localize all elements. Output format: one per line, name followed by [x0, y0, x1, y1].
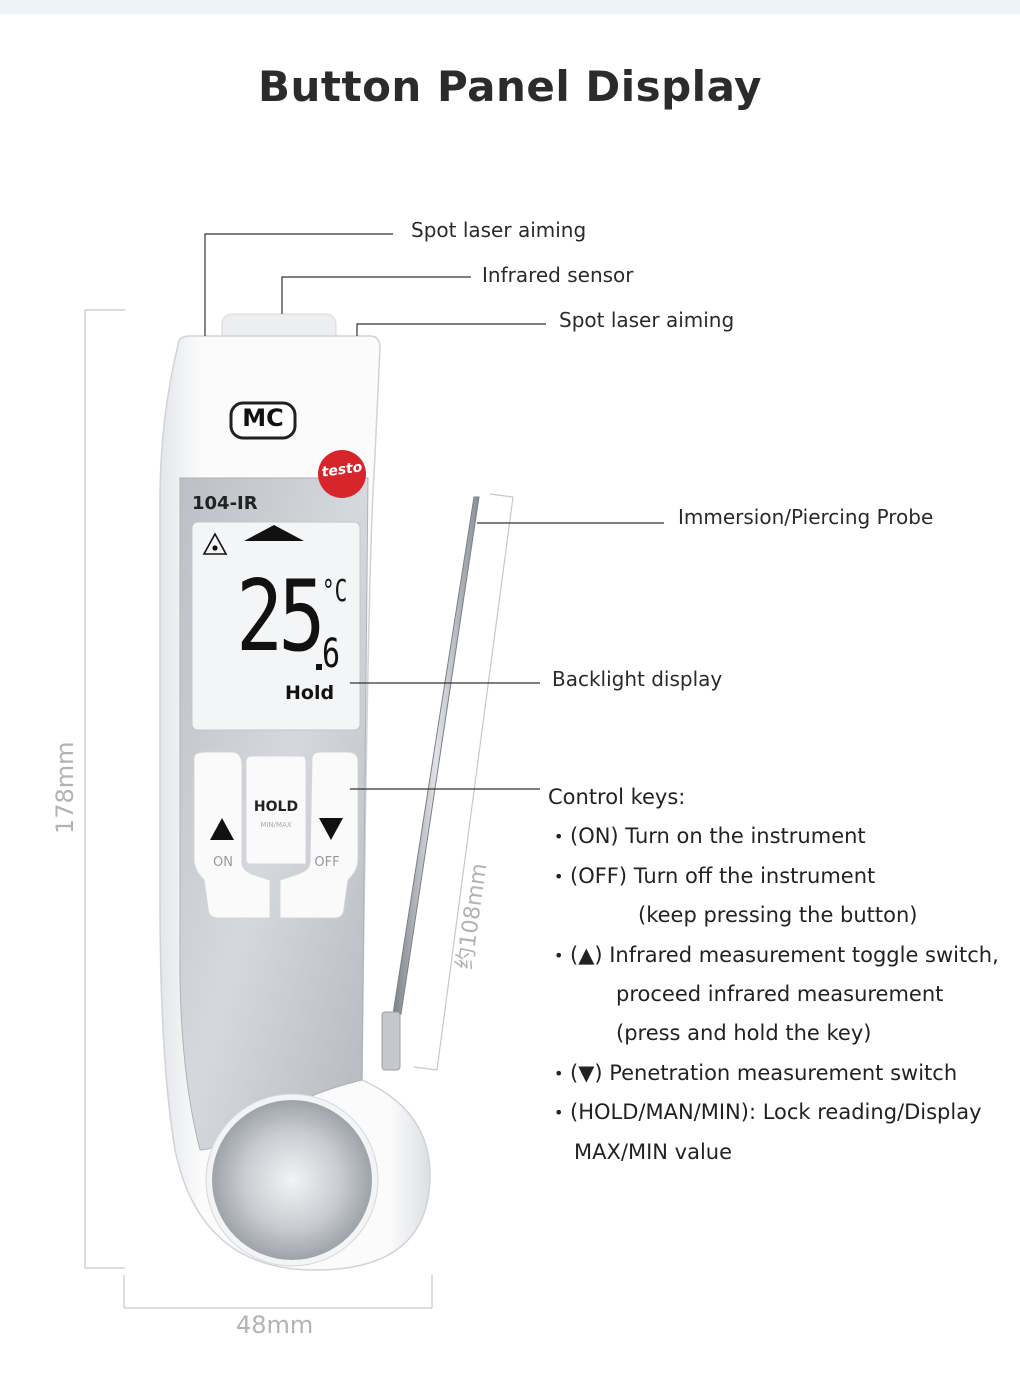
page-title: Button Panel Display	[258, 62, 762, 111]
key-down-description: (▼) Penetration measurement switch	[548, 1054, 999, 1094]
temperature-reading: 25	[236, 562, 342, 680]
width-dimension-label: 48mm	[236, 1311, 314, 1339]
key-off-description: (OFF) Turn off the instrument	[548, 857, 999, 897]
width-dimension-line	[123, 1275, 433, 1309]
hold-key-label[interactable]: HOLD	[253, 799, 299, 815]
top-strip	[0, 0, 1020, 14]
thermometer-body	[159, 335, 431, 1271]
key-hold-description: (HOLD/MAN/MIN): Lock reading/Display	[548, 1093, 999, 1133]
key-up-description: (▲) Infrared measurement toggle switch,	[548, 936, 999, 976]
height-dimension-label: 178mm	[51, 741, 79, 834]
model-label: 104-IR	[192, 493, 258, 514]
callout-probe: Immersion/Piercing Probe	[678, 505, 934, 529]
key-up-line3: (press and hold the key)	[616, 1021, 872, 1046]
off-key-label[interactable]: OFF	[314, 855, 340, 870]
control-keys-heading: Control keys:	[548, 785, 686, 809]
height-dimension-line	[84, 309, 125, 1269]
probe-dimension-line	[413, 493, 514, 1071]
piercing-probe	[381, 496, 480, 1071]
reading-decimal-point	[316, 664, 322, 670]
unit-label: °C	[322, 574, 348, 609]
control-keys-list: Control keys: (ON) Turn on the instrumen…	[548, 778, 999, 1172]
hold-status: Hold	[285, 682, 335, 704]
callout-laser-top: Spot laser aiming	[411, 218, 587, 242]
key-on-description: (ON) Turn on the instrument	[548, 817, 999, 857]
callout-infrared-sensor: Infrared sensor	[482, 263, 634, 287]
hold-key-sublabel: MIN/MAX	[260, 821, 292, 829]
key-hold-line2: MAX/MIN value	[574, 1139, 733, 1164]
leader-lines	[204, 233, 664, 790]
on-key-label[interactable]: ON	[213, 855, 233, 870]
mc-logo: MC	[242, 404, 284, 432]
key-off-note: (keep pressing the button)	[638, 903, 918, 928]
key-up-line2: proceed infrared measurement	[616, 982, 944, 1007]
reading-main: 25	[236, 560, 326, 674]
reading-decimal: 6	[322, 631, 341, 677]
callout-display: Backlight display	[552, 667, 723, 691]
callout-laser-side: Spot laser aiming	[559, 308, 735, 332]
